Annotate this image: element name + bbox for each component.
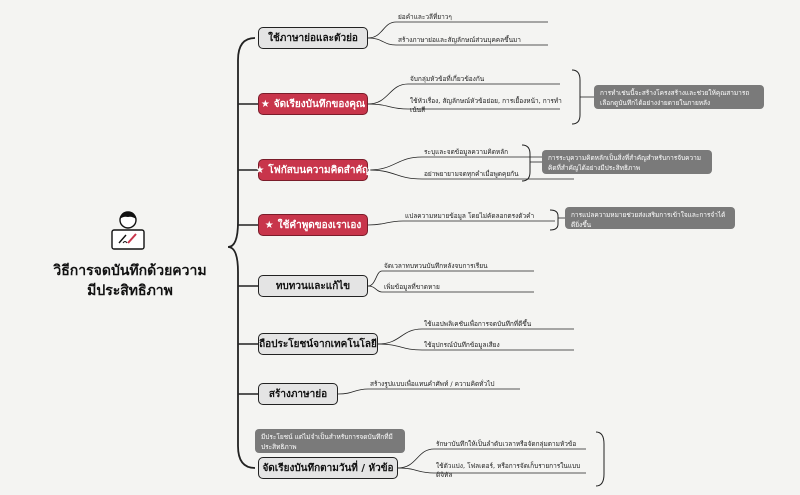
leaf-item: แปลความหมายข้อมูล โดยไม่คัดลอกตรงตัวคำ (405, 212, 535, 220)
branch-label: สร้างภาษาย่อ (268, 388, 328, 400)
central-title-line2: มีประสิทธิภาพ (87, 283, 173, 299)
main-bracket (227, 37, 256, 469)
leaf-item: ใช้หัวเรื่อง, สัญลักษณ์หัวข้อย่อย, การเย… (410, 97, 562, 114)
leaf-connector (337, 388, 520, 395)
leaf-item: เพิ่มข้อมูลที่ขาดหาย (384, 283, 440, 291)
leaf-connector (367, 270, 534, 287)
branch-top-note: มีประโยชน์ แต่ไม่จำเป็นสำหรับการจดบันทึก… (255, 429, 405, 453)
central-title-line1: วิธีการจดบันทึกด้วยความ (53, 263, 207, 279)
leaf-connector (367, 285, 534, 293)
leaf-connector (367, 156, 574, 171)
branch-label: ทบทวนและแก้ไข (275, 280, 351, 292)
star-icon: ★ (260, 98, 270, 110)
branch-note: การทำเช่นนี้จะสร้างโครงสร้างและช่วยให้คุ… (594, 85, 764, 109)
leaf-connector (367, 83, 560, 105)
branch-label: ใช้ภาษาย่อและตัวย่อ (268, 32, 358, 44)
branch-label: จัดเรียงบันทึกตามวันที่ / หัวข้อ (262, 462, 394, 474)
leaf-connector (367, 37, 548, 46)
star-icon: ★ (255, 164, 265, 176)
leaf-item: รักษาบันทึกให้เป็นลำดับเวลาหรือจัดกลุ่มต… (436, 440, 577, 448)
leaf-item: สร้างภาษาย่อและสัญลักษณ์ส่วนบุคคลขึ้นมา (398, 36, 521, 44)
leaf-connector (367, 220, 555, 226)
branch-focus-key-ideas[interactable]: ★ โฟกัสบนความคิดสำคัญ (255, 159, 371, 181)
branch-own-words[interactable]: ★ ใช้คำพูดของเราเอง (258, 214, 368, 236)
branch-label: ถือประโยชน์จากเทคโนโลยี (259, 338, 377, 350)
leaf-item: ใช้อุปกรณ์บันทึกข้อมูลเสียง (424, 341, 500, 349)
branch-note: การระบุความคิดหลักเป็นสิ่งที่สำคัญสำหรับ… (542, 150, 712, 174)
leaf-connector (397, 448, 586, 469)
leaf-item: จับกลุ่มหัวข้อที่เกี่ยวข้องกัน (410, 75, 485, 83)
leaf-item: ย่อคำและวลีที่ยาวๆ (398, 13, 452, 21)
leaf-connector (397, 467, 586, 474)
leaf-connector (377, 343, 574, 351)
note-bracket (571, 69, 581, 125)
leaf-item: อย่าพยายามจดทุกคำเมื่อพูดคุยกัน (424, 170, 519, 178)
branch-label: ใช้คำพูดของเราเอง (277, 219, 362, 231)
note-bracket (549, 209, 559, 231)
leaf-connector (367, 103, 560, 110)
branch-use-technology[interactable]: ถือประโยชน์จากเทคโนโลยี (258, 333, 378, 355)
central-title: วิธีการจดบันทึกด้วยความ มีประสิทธิภาพ (40, 261, 220, 301)
leaf-connector (367, 169, 574, 180)
leaf-item: ใช้แอปพลิเคชันเพื่อการจดบันทึกที่ดีขึ้น (424, 320, 532, 328)
person-laptop-icon (111, 211, 145, 250)
star-icon: ★ (264, 219, 274, 231)
branch-label: จัดเรียงบันทึกของคุณ (273, 98, 366, 110)
branch-label: โฟกัสบนความคิดสำคัญ (268, 164, 371, 176)
branch-organize-by-date-topic[interactable]: จัดเรียงบันทึกตามวันที่ / หัวข้อ (258, 457, 398, 479)
branch-create-shorthand[interactable]: สร้างภาษาย่อ (258, 383, 338, 405)
leaf-item: สร้างรูปแบบเพื่อแทนคำศัพท์ / ความคิดทั่ว… (370, 380, 495, 388)
leaf-item: ใช้ตัวแบ่ง, โฟลเดอร์, หรือการจัดเก็บรายก… (436, 462, 581, 479)
leaf-item: ระบุและจดข้อมูลความคิดหลัก (424, 148, 509, 156)
note-bracket (595, 431, 605, 487)
leaf-connector (377, 328, 574, 345)
branch-organize-notes[interactable]: ★ จัดเรียงบันทึกของคุณ (258, 93, 368, 115)
leaf-connector (367, 21, 548, 39)
branch-use-abbreviations[interactable]: ใช้ภาษาย่อและตัวย่อ (258, 27, 368, 49)
branch-review-revise[interactable]: ทบทวนและแก้ไข (258, 275, 368, 297)
branch-note: การแปลความหมายช่วยส่งเสริมการเข้าใจและกา… (565, 207, 735, 229)
leaf-item: จัดเวลาทบทวนบันทึกหลังจบการเรียน (384, 262, 488, 270)
note-bracket (521, 144, 531, 182)
